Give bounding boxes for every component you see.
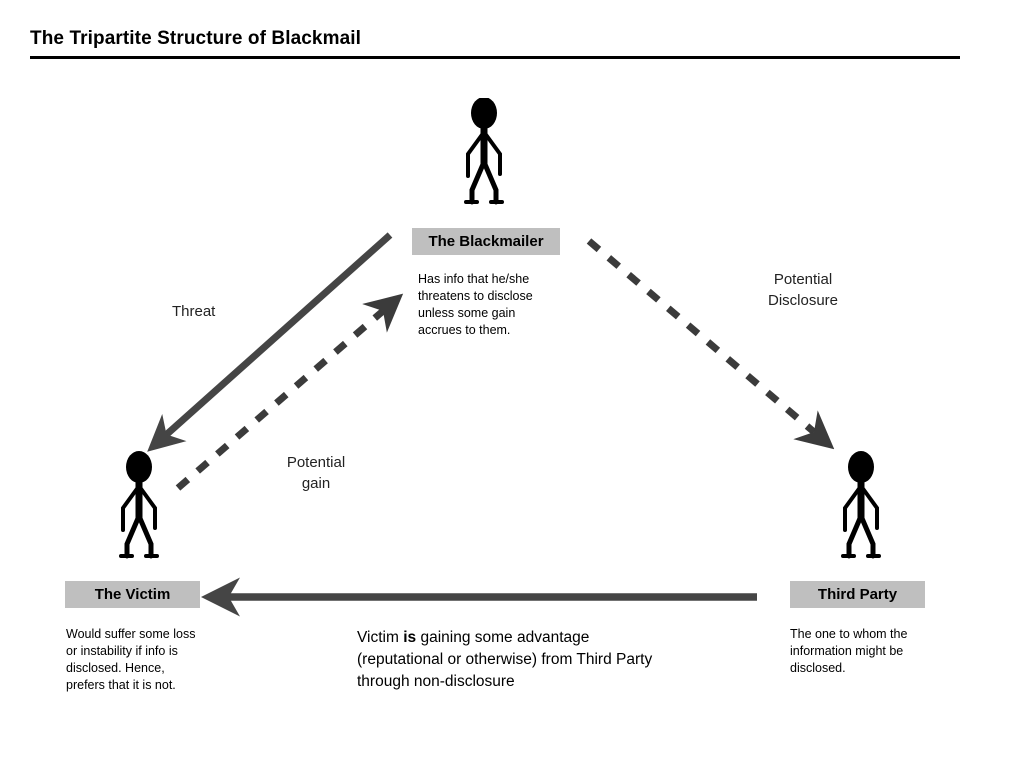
edge-potential-gain-arrow <box>175 293 404 491</box>
bottom-caption: Victim is gaining some advantage (reputa… <box>357 627 677 693</box>
title-divider <box>30 56 960 59</box>
node-description-victim: Would suffer some loss or instability if… <box>66 627 196 692</box>
caption-part-2: gaining some advantage (reputational or … <box>357 629 653 690</box>
node-chip-victim[interactable]: The Victim <box>65 581 200 608</box>
edge-label-threat: Threat <box>172 303 216 320</box>
page-title: The Tripartite Structure of Blackmail <box>30 28 362 49</box>
stick-figure-icon-victim <box>119 451 159 559</box>
stick-figure-icon-blackmailer <box>464 98 504 205</box>
node-description-blackmailer: Has info that he/she threatens to disclo… <box>418 272 533 337</box>
node-chip-third-party[interactable]: Third Party <box>790 581 925 608</box>
node-description-third-party: The one to whom the information might be… <box>790 627 908 675</box>
stick-figure-icon-third-party <box>841 451 881 559</box>
caption-emphasis: is <box>403 629 417 646</box>
edge-threat-arrow <box>147 232 393 452</box>
caption-part-1: Victim <box>357 629 404 646</box>
node-chip-blackmailer[interactable]: The Blackmailer <box>412 228 560 255</box>
edge-potential-disclosure-arrow <box>586 238 835 450</box>
edge-label-potential-disclosure: Potential Disclosure <box>767 271 839 309</box>
edge-label-potential-gain: Potential gain <box>286 454 346 492</box>
